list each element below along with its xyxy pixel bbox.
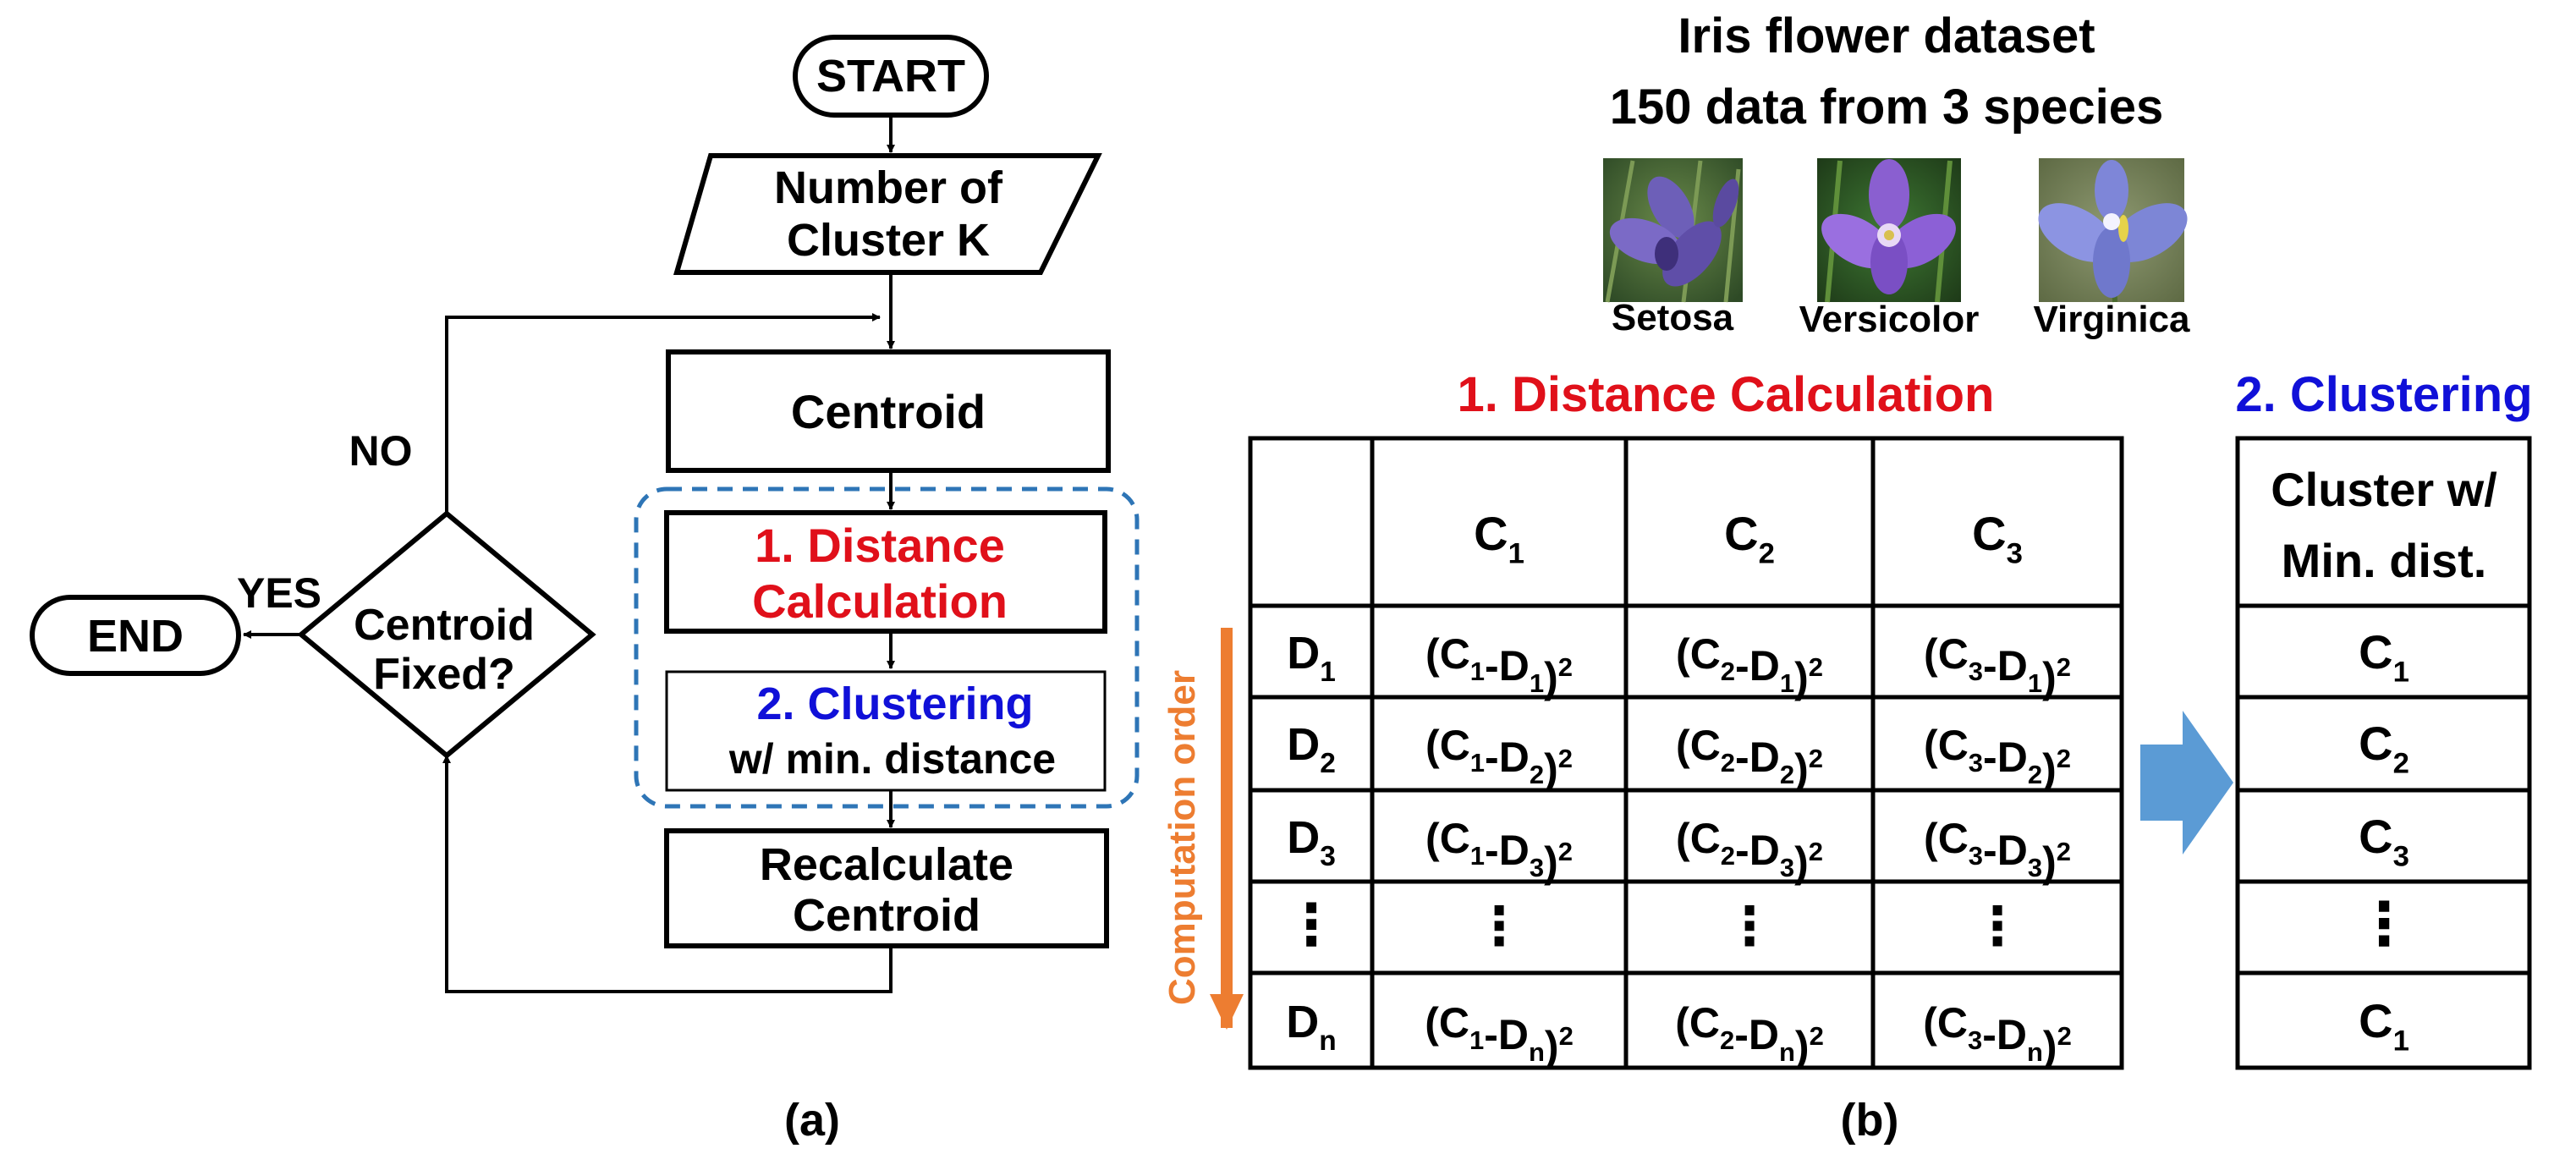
cluster-cell: C1	[2359, 994, 2409, 1058]
start-label: START	[816, 51, 965, 102]
distance-label-line1: 1. Distance	[755, 519, 1005, 572]
flower-photo-versicolor	[1817, 158, 1961, 303]
table-cell: (C1-D2)2	[1425, 722, 1573, 793]
end-label: END	[87, 611, 184, 662]
dataset-title-line1: Iris flower dataset	[1678, 8, 2095, 63]
cluster-header-line2: Min. dist.	[2282, 534, 2487, 587]
recalc-label-line2: Centroid	[793, 890, 980, 941]
caption-b: (b)	[1841, 1095, 1899, 1146]
column-header-c1: C1	[1474, 507, 1524, 570]
cluster-header-line1: Cluster w/	[2271, 463, 2497, 516]
table-cell: (C1-D1)2	[1425, 630, 1573, 701]
row-header-0: D1	[1287, 628, 1336, 688]
clustering-box	[665, 670, 1107, 792]
distance-box	[664, 510, 1107, 634]
centroid-box	[666, 349, 1111, 473]
dataset-panel: Iris flower dataset 150 data from 3 spec…	[1603, 8, 2190, 340]
decision-diamond	[297, 510, 596, 759]
table-cell: (C3-D1)2	[1924, 630, 2071, 701]
input-label-line1: Number of	[774, 162, 1003, 213]
row-header-3: ⋮	[1283, 893, 1340, 957]
decision-label-line2: Fixed?	[373, 650, 515, 699]
connector-no-loop	[445, 313, 881, 514]
table-cell: (C2-D1)2	[1676, 630, 1823, 701]
row-header-4: Dn	[1286, 997, 1336, 1057]
table-cell: ⋮	[1971, 897, 2024, 956]
column-header-c2: C2	[1724, 507, 1775, 570]
flowchart: START Number of Cluster K Centroid 1. Di…	[30, 35, 1140, 1146]
table-cell: (C1-Dn)2	[1425, 999, 1574, 1070]
cluster-cell: C3	[2359, 810, 2409, 873]
table-cell: (C3-D3)2	[1924, 815, 2071, 886]
caption-a: (a)	[784, 1095, 840, 1146]
clustering-label-line2: w/ min. distance	[728, 735, 1056, 783]
centroid-label: Centroid	[791, 385, 986, 438]
connector-recalc-decision	[442, 755, 893, 993]
dataset-title-line2: 150 data from 3 species	[1610, 80, 2163, 135]
table-cell: (C2-D3)2	[1676, 815, 1823, 886]
cluster-cell: C2	[2359, 717, 2409, 780]
column-header-c3: C3	[1972, 507, 2023, 570]
table-cell: (C2-D2)2	[1676, 722, 1823, 793]
clustering-label-line1: 2. Clustering	[756, 679, 1033, 729]
species-label-versicolor: Versicolor	[1799, 299, 1980, 340]
table-cell: (C3-Dn)2	[1923, 999, 2072, 1070]
cluster-table-border	[2235, 436, 2532, 1070]
end-terminator	[30, 595, 241, 676]
distance-label-line2: Calculation	[752, 574, 1008, 628]
distance-table-heading: 1. Distance Calculation	[1458, 367, 1995, 422]
flower-photo-setosa	[1603, 158, 1743, 303]
table-cell: (C2-Dn)2	[1675, 999, 1824, 1070]
species-label-virginica: Virginica	[2033, 299, 2190, 340]
decision-label-line1: Centroid	[354, 601, 535, 650]
computation-order-label: Computation order	[1162, 670, 1203, 1005]
species-label-setosa: Setosa	[1612, 297, 1734, 338]
recalc-box	[664, 828, 1109, 948]
input-label-line2: Cluster K	[787, 215, 990, 266]
yes-label: YES	[237, 569, 321, 617]
no-label: NO	[349, 427, 413, 475]
row-header-2: D3	[1287, 812, 1336, 872]
table-cell: (C3-D2)2	[1924, 722, 2071, 793]
table-cell: ⋮	[1473, 897, 1526, 956]
table-cell: ⋮	[1723, 897, 1777, 956]
flower-photo-virginica	[2038, 158, 2188, 303]
cluster-table: 2. Clustering Cluster w/ Min. dist. C1C2…	[2235, 367, 2533, 1070]
dashed-group-box	[634, 486, 1140, 809]
cluster-cell: C1	[2359, 625, 2409, 689]
input-parallelogram	[673, 153, 1102, 275]
right-arrow-icon	[2140, 711, 2233, 855]
table-cell: (C1-D3)2	[1425, 815, 1573, 886]
cluster-table-heading: 2. Clustering	[2235, 367, 2532, 422]
recalc-label-line1: Recalculate	[760, 839, 1013, 890]
row-header-1: D2	[1287, 719, 1336, 779]
cluster-cell: ⋮	[2354, 891, 2414, 957]
distance-table-border	[1248, 436, 2124, 1070]
